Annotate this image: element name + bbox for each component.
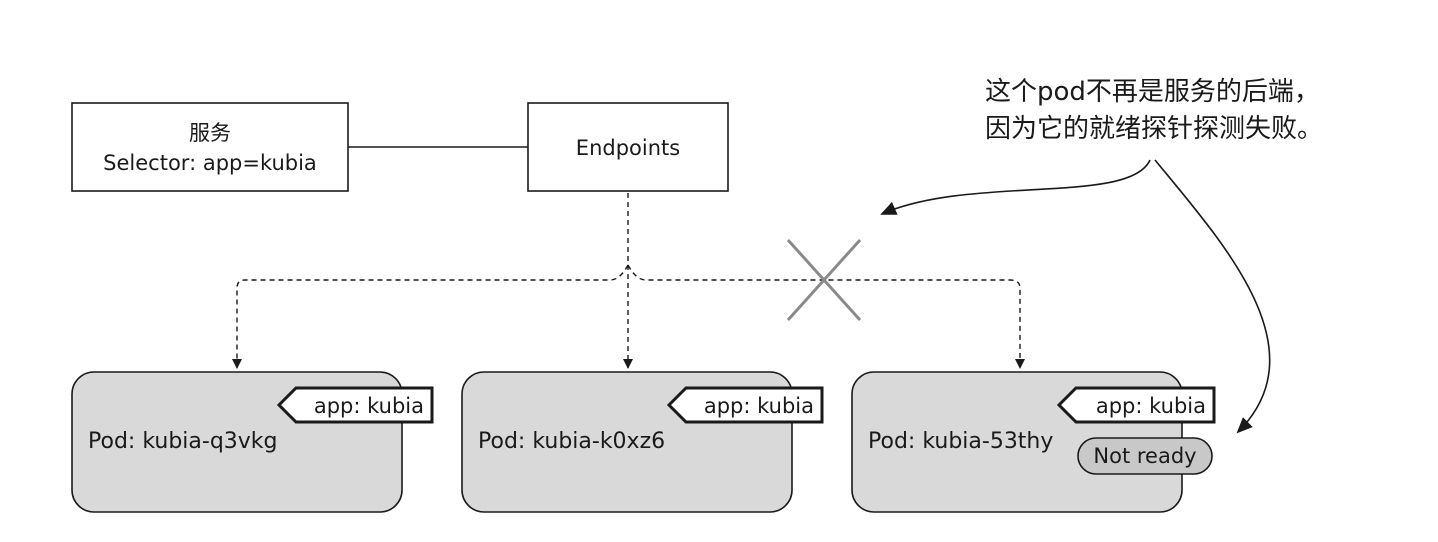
annotation-arrow-to-link bbox=[880, 159, 1151, 215]
pod-label-tag bbox=[666, 386, 824, 424]
pod-label-text: app: kubia bbox=[1096, 394, 1206, 418]
pod-kubia-q3vkg: app: kubia Pod: kubia-q3vkg bbox=[71, 371, 434, 513]
annotation-arrow-to-pod bbox=[1154, 159, 1271, 434]
pod-label-tag bbox=[1056, 386, 1216, 424]
service-title: 服务 bbox=[189, 121, 231, 145]
annotation-line-1: 这个pod不再是服务的后端， bbox=[985, 77, 1320, 107]
annotation-note: 这个pod不再是服务的后端， 因为它的就绪探针探测失败。 bbox=[985, 77, 1323, 144]
pod-label-tag bbox=[276, 386, 434, 424]
not-ready-badge bbox=[1077, 437, 1213, 475]
annotation-arrows bbox=[880, 159, 1271, 434]
service-selector: Selector: app=kubia bbox=[103, 151, 317, 175]
not-ready-badge-text: Not ready bbox=[1093, 444, 1196, 468]
pod-kubia-53thy: app: kubia Pod: kubia-53thy Not ready bbox=[851, 371, 1216, 513]
endpoints-label: Endpoints bbox=[576, 136, 680, 160]
pod-name: Pod: kubia-k0xz6 bbox=[478, 429, 665, 454]
pod-name: Pod: kubia-q3vkg bbox=[88, 429, 278, 454]
removed-link-cross bbox=[786, 238, 862, 322]
pod-label-text: app: kubia bbox=[314, 394, 424, 418]
pod-label-text: app: kubia bbox=[704, 394, 814, 418]
annotation-line-2: 因为它的就绪探针探测失败。 bbox=[985, 114, 1323, 144]
pod-kubia-k0xz6: app: kubia Pod: kubia-k0xz6 bbox=[461, 371, 824, 513]
endpoint-connectors bbox=[232, 193, 1025, 369]
pod-name: Pod: kubia-53thy bbox=[868, 429, 1053, 454]
service-box: 服务 Selector: app=kubia bbox=[71, 102, 349, 192]
endpoints-box: Endpoints bbox=[527, 102, 729, 192]
